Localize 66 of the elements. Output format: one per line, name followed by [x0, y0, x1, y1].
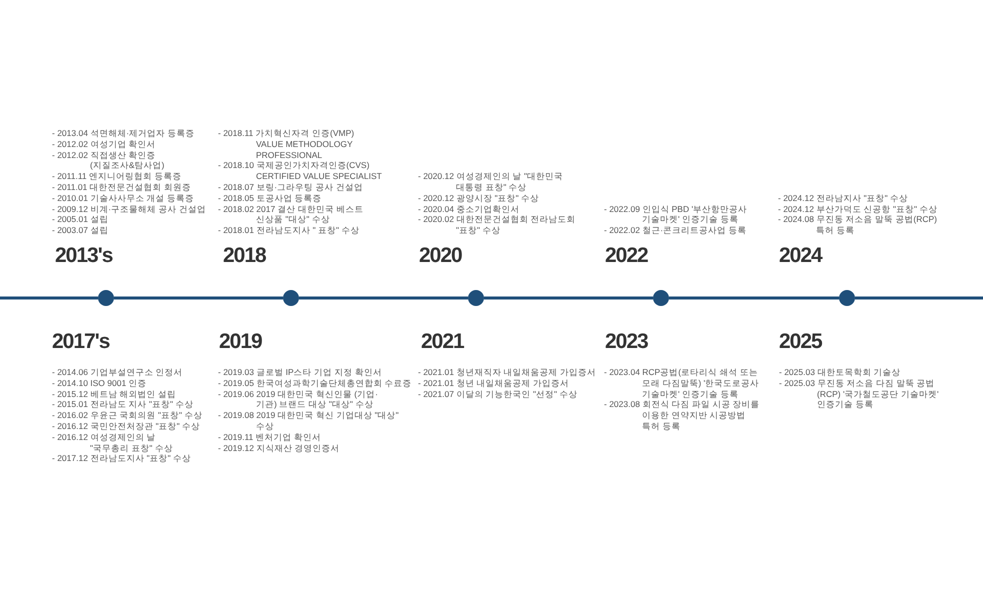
timeline-entry: - 2023.08 회전식 다짐 파일 시공 장비를 이용한 연약지반 시공방법 특허 등록	[604, 399, 761, 432]
timeline-entry: - 2010.01 기술사사무소 개설 등록증	[52, 192, 194, 204]
timeline-entry: - 2025.03 무진동 저소음 다짐 말뚝 공법 (RCP) '국가철도공단 기술마켓' 인증기술 등록	[779, 378, 940, 410]
timeline-entry: - 2018.01 전라남도지사 " 표창" 수상	[218, 225, 360, 236]
timeline-entry: - 2019.11 벤처기업 확인서	[218, 432, 322, 443]
timeline-entry: - 2016.12 국민안전처장관 "표창" 수상	[52, 420, 200, 432]
timeline-entry: - 2016.02 우윤근 국회의원 "표창" 수상	[52, 410, 202, 421]
timeline-line	[0, 296, 98, 300]
year-heading: 2013's	[55, 244, 112, 268]
timeline-entry: - 2011.01 대한전문건설협회 회원증	[52, 182, 192, 193]
timeline-entry: - 2019.06 2019 대한민국 혁신인물 (기업·기관) 브랜드 대상 "대상" 수상	[218, 388, 379, 410]
timeline-entry: - 2019.05 한국여성과학기술단체총연합회 수료증	[218, 378, 412, 389]
timeline-entry: - 2017.12 전라남도지사 "표창" 수상	[52, 453, 192, 464]
timeline-line	[669, 296, 839, 300]
timeline-dot	[468, 290, 484, 306]
timeline-entry: - 2018.05 토공사업 등록증	[218, 192, 322, 204]
timeline-entry: - 2003.07 설립	[52, 225, 108, 236]
timeline-dot	[653, 290, 669, 306]
timeline-entry: - 2014.10 ISO 9001 인증	[52, 378, 147, 389]
timeline-entry: - 2012.02 여성기업 확인서	[52, 138, 156, 150]
timeline-entry: - 2020.12 여성경제인의 날 "대한민국 대통령 표창" 수상	[418, 171, 564, 193]
timeline-dot	[98, 290, 114, 306]
timeline-entry: - 2018.10 국제공인가치자격인증(CVS) CERTIFIED VALUE SPECIALIST	[218, 160, 383, 182]
timeline-entry: - 2019.03 글로벌 IP스타 기업 지정 확인서	[218, 367, 382, 378]
timeline-line	[484, 296, 653, 300]
timeline-dot	[283, 290, 299, 306]
timeline-entry: - 2022.02 철근·콘크리트공사업 등록	[604, 225, 746, 236]
year-heading: 2025	[779, 330, 822, 354]
year-heading: 2020	[419, 244, 462, 268]
timeline-entry: - 2023.04 RCP공법(로타리식 쇄석 또는 모래 다짐말뚝) '한국도로공사 기술마켓' 인증기술 등록	[604, 367, 760, 400]
timeline-entry: - 2013.04 석면해체·제거업자 등록증	[52, 128, 194, 139]
timeline-entry: - 2009.12 비계·구조물해체 공사 건설업	[52, 204, 206, 214]
timeline-dot	[839, 290, 855, 306]
timeline-entry: - 2025.03 대한토목학회 기술상	[779, 367, 901, 378]
timeline-entry: - 2018.02 2017 결산 대한민국 베스트 신상품 "대상" 수상	[218, 204, 364, 226]
timeline-entry: - 2022.09 인입식 PBD '부산항만공사 기술마켓' 인증기술 등록	[604, 204, 748, 226]
year-heading: 2021	[421, 330, 464, 354]
timeline-line	[114, 296, 283, 300]
timeline-entry: - 2020.04 중소기업확인서	[418, 204, 520, 214]
timeline-entry: - 2011.11 엔지니어링협회 등록증	[52, 171, 182, 182]
timeline-entry: - 2019.12 지식재산 경영인증서	[218, 442, 340, 454]
timeline-entry: - 2024.12 부산가덕도 신공항 "표창" 수상	[778, 204, 938, 214]
timeline-entry: - 2020.02 대한전문건설협회 전라남도회 "표창" 수상	[418, 214, 577, 236]
year-heading: 2018	[223, 244, 266, 268]
timeline-line	[299, 296, 468, 300]
timeline-entry: - 2015.01 전라남도 지사 "표창" 수상	[52, 399, 194, 410]
timeline-entry: - 2020.12 광양시장 "표창" 수상	[418, 192, 540, 204]
timeline-entry: - 2019.08 2019 대한민국 혁신 기업대상 "대상" 수상	[218, 410, 400, 432]
year-heading: 2024	[779, 244, 822, 268]
timeline-entry: - 2016.12 여성경제인의 날 "국무총리 표창" 수상	[52, 432, 174, 454]
timeline-entry: - 2021.01 청년재직자 내일채움공제 가입증서	[418, 367, 596, 378]
year-heading: 2019	[219, 330, 262, 354]
timeline-entry: - 2021.07 이달의 기능한국인 "선정" 수상	[418, 388, 578, 400]
timeline-entry: - 2018.11 가치혁신자격 인증(VMP) VALUE METHODOLOGY PROFESSIONAL	[218, 128, 356, 160]
year-heading: 2023	[605, 330, 648, 354]
timeline-entry: - 2018.07 보링·그라우팅 공사 건설업	[218, 182, 363, 193]
year-heading: 2022	[605, 244, 648, 268]
timeline-entry: - 2024.08 무진동 저소음 말뚝 공법(RCP) 특허 등록	[778, 214, 938, 236]
timeline-entry: - 2005.01 설립	[52, 214, 108, 226]
timeline-entry: - 2015.12 베트남 해외법인 설립	[52, 388, 176, 400]
timeline-line	[855, 296, 983, 300]
timeline-entry: - 2014.06 기업부설연구소 인정서	[52, 367, 183, 378]
year-heading: 2017's	[52, 330, 110, 354]
timeline-entry: - 2021.01 청년 내일채움공제 가입증서	[418, 378, 570, 389]
timeline-entry: - 2012.02 직접생산 확인증 (지질조사&탐사업)	[52, 150, 166, 172]
timeline-entry: - 2024.12 전라남지사 "표창" 수상	[778, 192, 908, 204]
